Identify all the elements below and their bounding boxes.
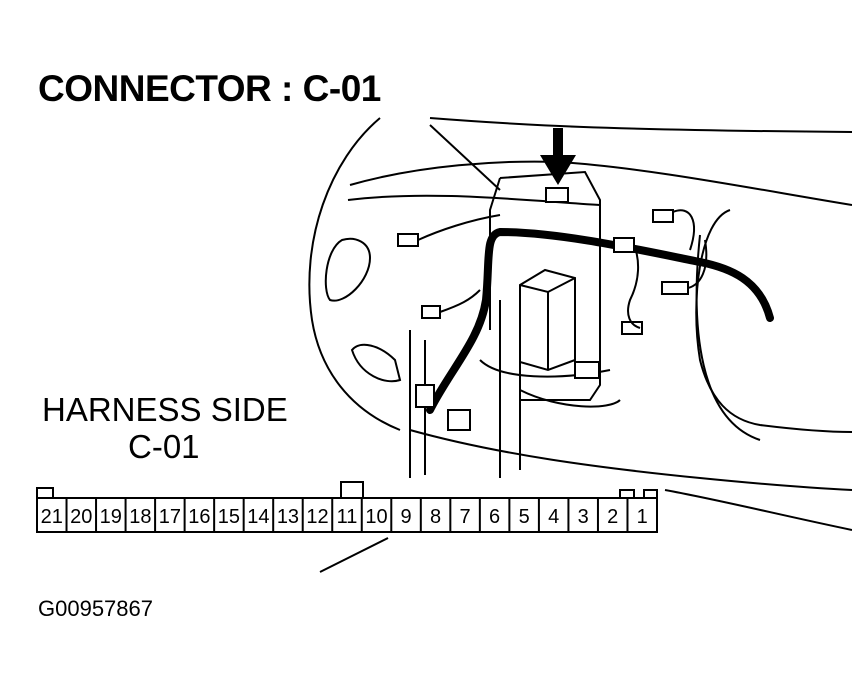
main-harness-wire [426, 227, 774, 414]
pin-11: 11 [337, 506, 358, 528]
right-panel [695, 209, 852, 433]
dashboard-upper-contour [349, 160, 852, 206]
pin-15: 15 [218, 506, 240, 528]
pin-13: 13 [277, 506, 299, 528]
pin-10: 10 [365, 506, 387, 528]
pin-16: 16 [188, 506, 210, 528]
dashboard-outline [308, 117, 401, 431]
harness-side-label: HARNESS SIDE [42, 391, 288, 428]
relay-box [519, 268, 576, 372]
pin-7: 7 [460, 506, 471, 528]
pin-1: 1 [637, 506, 648, 528]
dashboard-top-edge [429, 117, 852, 133]
pin-14: 14 [247, 506, 269, 528]
lower-left-lobe [350, 343, 402, 383]
dashboard-inner-contour [347, 194, 601, 206]
figure-id: G00957867 [38, 596, 153, 621]
pin-19: 19 [100, 506, 122, 528]
pin-6: 6 [489, 506, 500, 528]
left-vent [324, 237, 372, 302]
pin-3: 3 [578, 506, 589, 528]
pin-2: 2 [607, 506, 618, 528]
pin-12: 12 [306, 506, 328, 528]
connector-c01-target [545, 187, 569, 203]
pin-5: 5 [519, 506, 530, 528]
connector-title: CONNECTOR : C-01 [38, 68, 381, 109]
pin-4: 4 [548, 506, 559, 528]
pin-17: 17 [159, 506, 181, 528]
harness-connector-id: C-01 [128, 428, 200, 465]
pin-8: 8 [430, 506, 441, 528]
pin-21: 21 [41, 506, 63, 528]
leader-line [319, 537, 389, 573]
pin-20: 20 [70, 506, 92, 528]
pin-9: 9 [400, 506, 411, 528]
pin-18: 18 [129, 506, 151, 528]
pointer-arrow-icon [540, 128, 576, 185]
